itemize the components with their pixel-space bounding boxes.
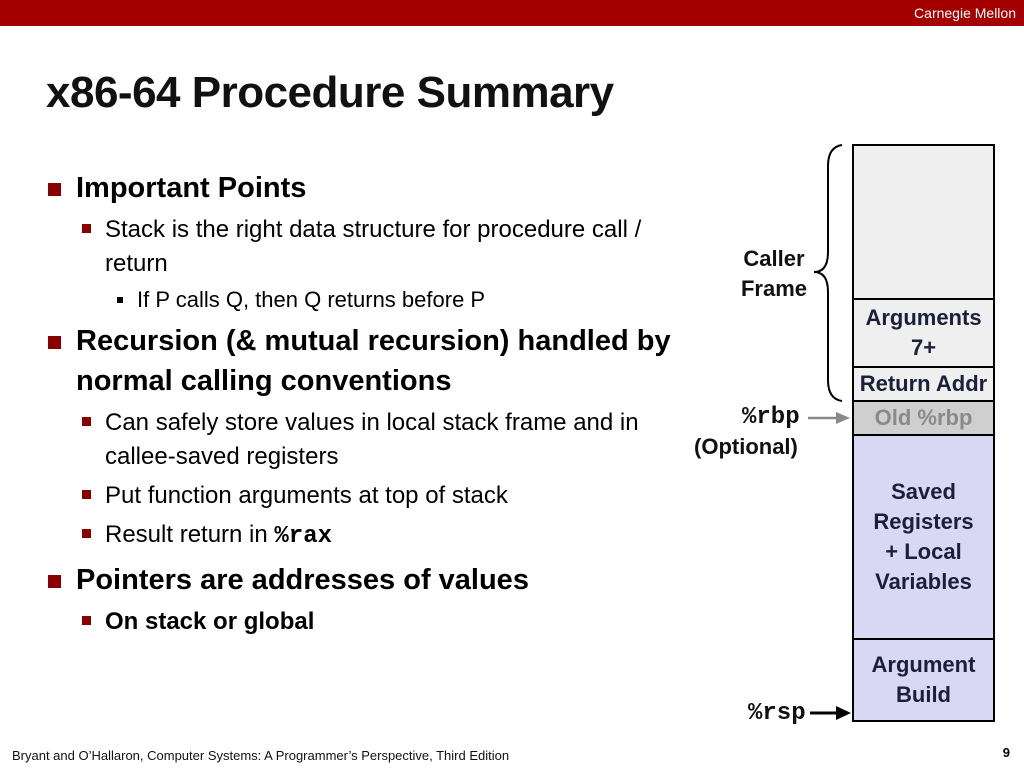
page-number: 9 <box>1002 745 1010 760</box>
bullet-text: Can safely store values in local stack f… <box>105 409 639 470</box>
org-name: Carnegie Mellon <box>914 5 1016 21</box>
rsp-label: %rsp <box>748 700 806 727</box>
footer-citation: Bryant and O’Hallaron, Computer Systems:… <box>12 748 510 763</box>
return-addr-label: Return Addr <box>859 371 988 396</box>
old-rbp-cell: Old %rbp <box>852 400 995 436</box>
bullet-text: On stack or global <box>105 608 315 635</box>
saved-registers-label: Saved Registers + Local Variables <box>873 479 974 594</box>
bullet-text: Important Points <box>76 172 307 204</box>
rsp-arrowhead-icon <box>836 706 851 720</box>
arguments-label: Arguments 7+ <box>865 305 982 360</box>
bullet-list: Important Points Stack is the right data… <box>46 162 696 639</box>
bullet-p-calls-q: If P calls Q, then Q returns before P <box>46 285 696 315</box>
register-rax: %rax <box>274 523 333 550</box>
header-bar: Carnegie Mellon <box>0 0 1024 26</box>
return-addr-cell: Return Addr <box>852 366 995 402</box>
old-rbp-label: Old %rbp <box>874 405 973 430</box>
bullet-text: Result return in <box>105 521 275 548</box>
rbp-label: %rbp <box>742 404 800 431</box>
square-bullet-icon <box>82 616 91 625</box>
caller-frame-label: Caller Frame <box>740 246 808 301</box>
square-bullet-icon <box>48 575 61 588</box>
caller-frame-brace-icon <box>813 144 843 402</box>
bullet-put-args: Put function arguments at top of stack <box>46 479 685 513</box>
bullet-on-stack: On stack or global <box>46 605 685 639</box>
bullet-stack-right: Stack is the right data structure for pr… <box>46 213 685 281</box>
bullet-pointers: Pointers are addresses of values <box>46 560 696 600</box>
saved-registers-cell: Saved Registers + Local Variables <box>852 434 995 640</box>
bullet-store-values: Can safely store values in local stack f… <box>46 406 685 474</box>
square-bullet-icon <box>82 224 91 233</box>
square-bullet-icon <box>48 336 61 349</box>
argument-build-label: Argument Build <box>871 652 976 707</box>
arguments-cell: Arguments 7+ <box>852 298 995 368</box>
slide-title: x86-64 Procedure Summary <box>46 68 614 117</box>
argument-build-cell: Argument Build <box>852 638 995 722</box>
bullet-result-return: Result return in %rax <box>46 518 685 554</box>
square-bullet-icon <box>82 490 91 499</box>
bullet-text: Recursion (& mutual recursion) handled b… <box>76 325 671 397</box>
square-bullet-icon <box>82 529 91 538</box>
bullet-recursion: Recursion (& mutual recursion) handled b… <box>46 321 696 401</box>
caller-frame-cell <box>852 144 995 300</box>
square-bullet-icon <box>117 297 123 303</box>
optional-label: (Optional) <box>694 434 798 459</box>
bullet-text: Pointers are addresses of values <box>76 564 529 596</box>
square-bullet-icon <box>82 417 91 426</box>
bullet-text: If P calls Q, then Q returns before P <box>137 287 486 312</box>
bullet-important: Important Points <box>46 168 696 208</box>
bullet-text: Put function arguments at top of stack <box>105 482 508 509</box>
bullet-text: Stack is the right data structure for pr… <box>105 216 642 277</box>
rbp-arrowhead-icon <box>836 412 850 424</box>
square-bullet-icon <box>48 183 61 196</box>
